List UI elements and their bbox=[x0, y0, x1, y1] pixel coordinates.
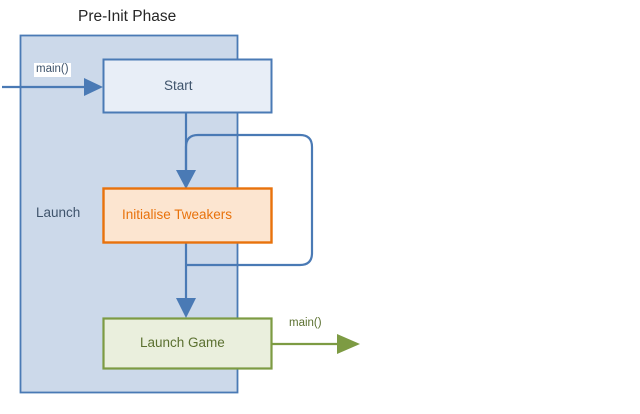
node-launch-game[interactable] bbox=[102, 317, 273, 370]
edge-exit-main bbox=[272, 334, 360, 354]
node-init-tweakers[interactable] bbox=[102, 187, 273, 244]
node-launch-game-label: Launch Game bbox=[140, 335, 225, 350]
node-start-label: Start bbox=[164, 78, 193, 93]
edge-entry-main-label: main() bbox=[34, 63, 71, 77]
edge-start-to-init bbox=[176, 113, 196, 189]
launch-container-label: Launch bbox=[36, 205, 81, 220]
edge-init-loop-back bbox=[184, 133, 314, 267]
node-init-tweakers-label: Initialise Tweakers bbox=[122, 207, 233, 222]
node-start[interactable] bbox=[102, 58, 273, 114]
diagram-title: Pre-Init Phase bbox=[78, 8, 177, 25]
edge-init-to-launch bbox=[176, 243, 196, 318]
edge-entry-main bbox=[2, 78, 103, 96]
edge-exit-main-label: main() bbox=[289, 317, 322, 329]
